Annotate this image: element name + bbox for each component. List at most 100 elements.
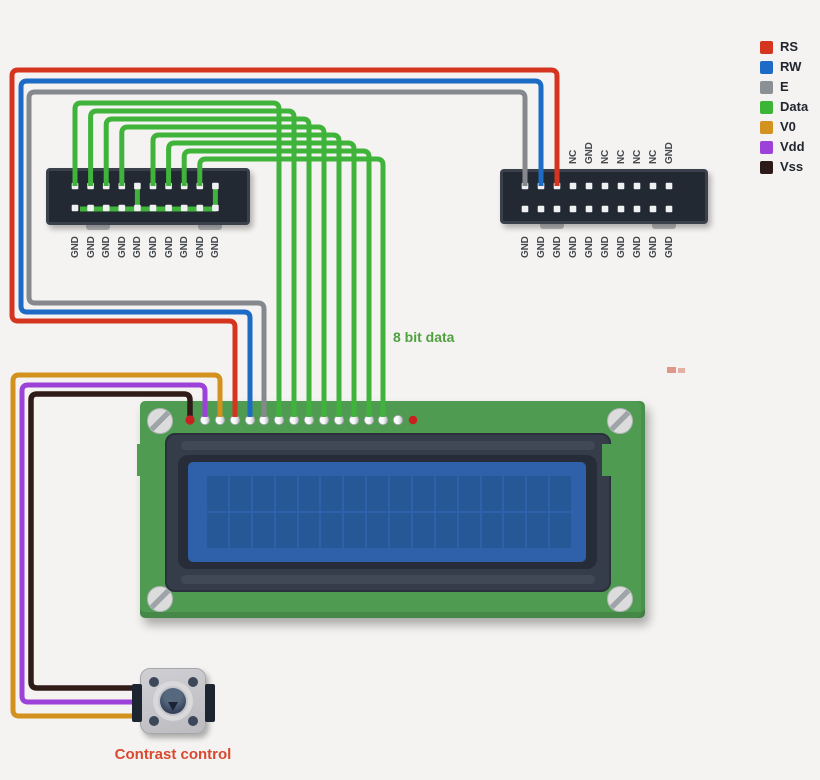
lcd-character-cell bbox=[527, 476, 549, 511]
lcd-character-cell bbox=[550, 512, 571, 548]
lcd-character-cell bbox=[435, 512, 457, 548]
gnd-label: GND bbox=[584, 142, 595, 164]
lcd-character-cell bbox=[504, 476, 526, 511]
nc-label: NC bbox=[616, 149, 627, 164]
nc-label: NC bbox=[632, 149, 643, 164]
screw-icon bbox=[147, 408, 173, 434]
pot-terminal-tab bbox=[205, 684, 215, 722]
gnd-label: GND bbox=[648, 236, 659, 258]
gnd-label: GND bbox=[632, 236, 643, 258]
gnd-label: GND bbox=[536, 236, 547, 258]
gnd-label: GND bbox=[568, 236, 579, 258]
lcd-character-cell bbox=[252, 512, 274, 548]
legend-item: RS bbox=[760, 39, 798, 55]
gnd-label: GND bbox=[116, 236, 128, 258]
gnd-label: GND bbox=[101, 236, 113, 258]
lcd-character-cell bbox=[252, 476, 274, 511]
nc-label: NC bbox=[600, 149, 611, 164]
legend-item: E bbox=[760, 79, 789, 95]
red-watermark bbox=[667, 367, 676, 373]
legend-item: RW bbox=[760, 59, 801, 75]
legend-swatch-icon bbox=[760, 160, 773, 174]
lcd-character-cell bbox=[367, 512, 388, 548]
legend-swatch-icon bbox=[760, 80, 773, 94]
legend-label: E bbox=[780, 79, 789, 94]
gnd-label: GND bbox=[584, 236, 595, 258]
legend-label: RS bbox=[780, 39, 799, 54]
screw-icon bbox=[607, 408, 633, 434]
lcd-character-cell bbox=[321, 512, 343, 548]
gnd-label: GND bbox=[179, 236, 191, 258]
lcd-character-cell bbox=[207, 512, 228, 548]
gnd-label: GND bbox=[664, 142, 675, 164]
lcd-character-cell bbox=[458, 512, 480, 548]
data-bus-label: 8 bit data bbox=[393, 329, 455, 345]
gnd-label: GND bbox=[163, 236, 175, 258]
pot-corner-screw bbox=[188, 716, 198, 726]
nc-label: NC bbox=[648, 149, 659, 164]
lcd-character-cell bbox=[412, 512, 434, 548]
right-connector-tab bbox=[652, 221, 676, 229]
legend-item: Data bbox=[760, 99, 808, 115]
gnd-label: GND bbox=[664, 236, 675, 258]
lcd-character-cell bbox=[275, 512, 297, 548]
potentiometer bbox=[132, 668, 215, 734]
gnd-label: GND bbox=[194, 236, 206, 258]
lcd-bezel-highlight bbox=[181, 441, 595, 450]
pot-corner-screw bbox=[188, 677, 198, 687]
legend-item: Vss bbox=[760, 159, 803, 175]
lcd-character-cell bbox=[298, 512, 320, 548]
lcd-character-cell bbox=[435, 476, 457, 511]
lcd-character-cell bbox=[527, 512, 549, 548]
lcd-character-cell bbox=[504, 512, 526, 548]
lcd-bezel-highlight bbox=[181, 575, 595, 584]
pot-corner-screw bbox=[149, 716, 159, 726]
wire-data-d2 bbox=[103, 116, 312, 417]
gnd-label: GND bbox=[616, 236, 627, 258]
legend-label: Vss bbox=[780, 159, 804, 174]
red-watermark bbox=[678, 368, 685, 373]
pot-terminal-tab bbox=[132, 684, 142, 722]
lcd-module bbox=[137, 401, 645, 618]
lcd-character-cell bbox=[390, 512, 411, 548]
lcd-character-cell bbox=[550, 476, 571, 511]
lcd-screen bbox=[188, 462, 586, 562]
legend-swatch-icon bbox=[760, 140, 773, 154]
lcd-character-cell bbox=[275, 476, 297, 511]
lcd-character-cell bbox=[458, 476, 480, 511]
gnd-label: GND bbox=[85, 236, 97, 258]
right-idc-connector bbox=[500, 169, 708, 224]
lcd-character-cell bbox=[229, 476, 251, 511]
wire-data-d0 bbox=[72, 100, 282, 417]
legend-label: Vdd bbox=[780, 139, 805, 154]
gnd-label: GND bbox=[600, 236, 611, 258]
wire-data-d1 bbox=[88, 108, 297, 417]
lcd-bezel bbox=[165, 433, 611, 592]
legend-item: Vdd bbox=[760, 139, 805, 155]
lcd-character-cell bbox=[481, 476, 503, 511]
lcd-character-cell bbox=[481, 512, 503, 548]
lcd-character-cell bbox=[344, 512, 366, 548]
lcd-character-cell bbox=[344, 476, 366, 511]
gnd-label: GND bbox=[148, 236, 159, 258]
lcd-character-cell bbox=[412, 476, 434, 511]
pot-corner-screw bbox=[149, 677, 159, 687]
legend-label: RW bbox=[780, 59, 802, 74]
gnd-label: GND bbox=[210, 236, 222, 258]
lcd-notch bbox=[137, 444, 146, 476]
screw-icon bbox=[607, 586, 633, 612]
legend-swatch-icon bbox=[760, 40, 773, 54]
left-idc-connector bbox=[46, 168, 250, 225]
gnd-label: GND bbox=[70, 236, 81, 258]
lcd-character-cell bbox=[390, 476, 411, 511]
lcd-character-cell bbox=[229, 512, 251, 548]
lcd-frame bbox=[178, 455, 597, 569]
lcd-notch bbox=[602, 444, 611, 476]
lcd-character-cell bbox=[298, 476, 320, 511]
contrast-control-label: Contrast control bbox=[114, 746, 232, 763]
gnd-label: GND bbox=[552, 236, 563, 258]
legend-item: V0 bbox=[760, 119, 796, 135]
legend-label: V0 bbox=[780, 119, 796, 134]
